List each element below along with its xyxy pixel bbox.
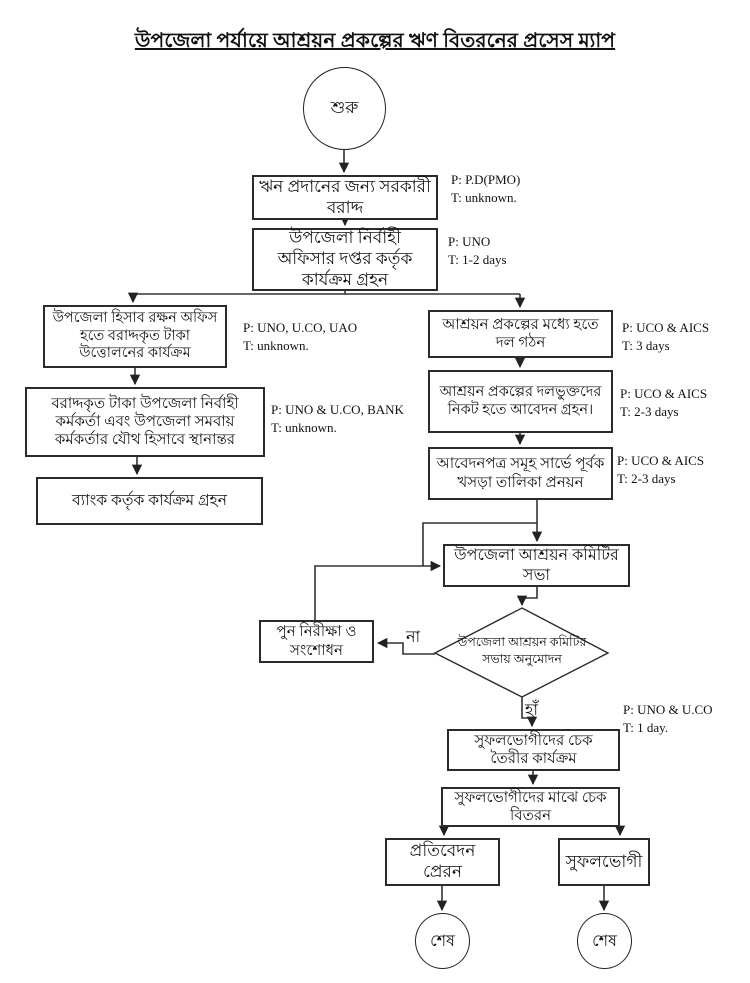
- process-box-report: প্রতিবেদন প্রেরন: [385, 838, 500, 886]
- annotation-withdraw: P: UNO, U.CO, UAO T: unknown.: [243, 319, 357, 356]
- process-box-uno-office-label: উপজেলা নির্বাহী অফিসার দপ্তর কর্তৃক কার্…: [277, 228, 413, 289]
- process-box-cheque-prep-label: সুফলভোগীদের চেক তৈরীর কার্যক্রম: [474, 732, 593, 767]
- process-box-bank-label: ব্যাংক কর্তৃক কার্যক্রম গ্রহন: [72, 491, 227, 509]
- annotation-draft-list-p: P: UCO & AICS: [617, 453, 705, 468]
- annotation-allocation: P: P.D(PMO) T: unknown.: [451, 171, 520, 208]
- process-box-group-form-label: আশ্রয়ন প্রকল্পের মধ্যে হতে দল গঠন: [442, 316, 599, 351]
- yes-label: হাঁ: [525, 702, 539, 719]
- annotation-allocation-p: P: P.D(PMO): [451, 172, 521, 187]
- annotation-withdraw-t: T: unknown.: [243, 338, 309, 354]
- annotation-uno-office-p: P: UNO: [448, 234, 491, 249]
- annotation-allocation-t: T: unknown.: [451, 190, 517, 206]
- process-box-allocation: ঋন প্রদানের জন্য সরকারী বরাদ্দ: [252, 175, 438, 220]
- process-box-review-label: পুন নিরীক্ষা ও সংশোধন: [276, 624, 357, 659]
- process-box-application: আশ্রয়ন প্রকল্পের দলভুক্তদের নিকট হতে আব…: [428, 370, 613, 433]
- annotation-transfer-p: P: UNO & U.CO, BANK: [271, 402, 404, 417]
- process-box-group-form: আশ্রয়ন প্রকল্পের মধ্যে হতে দল গঠন: [428, 310, 613, 358]
- process-box-uno-office: উপজেলা নির্বাহী অফিসার দপ্তর কর্তৃক কার্…: [252, 228, 438, 291]
- annotation-group-form: P: UCO & AICS T: 3 days: [622, 319, 709, 356]
- annotation-cheque-prep-p: P: UNO & U.CO: [623, 702, 713, 717]
- process-box-transfer: বরাদ্দকৃত টাকা উপজেলা নির্বাহী কর্মকর্তা…: [25, 387, 265, 457]
- process-box-bank: ব্যাংক কর্তৃক কার্যক্রম গ্রহন: [36, 477, 263, 525]
- process-box-allocation-label: ঋন প্রদানের জন্য সরকারী বরাদ্দ: [259, 176, 431, 217]
- annotation-withdraw-p: P: UNO, U.CO, UAO: [243, 320, 358, 335]
- decision-diamond: উপজেলা আশ্রয়ন কমিটির সভায় অনুমোদন: [457, 635, 587, 666]
- process-box-cheque-dist-label: সুফলভোগীদের মাঝে চেক বিতরন: [454, 789, 607, 824]
- process-box-review: পুন নিরীক্ষা ও সংশোধন: [259, 620, 374, 663]
- process-box-draft-list-label: আবেদনপত্র সমূহ সার্ভে পূর্বক খসড়া তালিক…: [436, 456, 605, 491]
- process-box-draft-list: আবেদনপত্র সমূহ সার্ভে পূর্বক খসড়া তালিক…: [428, 447, 613, 500]
- end-terminal-report: শেষ: [415, 913, 470, 969]
- process-box-committee-meeting-label: উপজেলা আশ্রয়ন কমিটির সভা: [454, 546, 619, 584]
- annotation-application-t: T: 2-3 days: [620, 404, 679, 420]
- annotation-cheque-prep: P: UNO & U.CO T: 1 day.: [623, 701, 713, 738]
- process-box-beneficiary: সুফলভোগী: [558, 838, 650, 886]
- process-box-withdraw: উপজেলা হিসাব রক্ষন অফিস হতে বরাদ্দকৃত টা…: [43, 305, 227, 368]
- process-box-application-label: আশ্রয়ন প্রকল্পের দলভুক্তদের নিকট হতে আব…: [439, 383, 602, 418]
- annotation-transfer-t: T: unknown.: [271, 420, 337, 436]
- flowchart-title: উপজেলা পর্যায়ে আশ্রয়ন প্রকল্পের ঋণ বিত…: [134, 30, 616, 52]
- annotation-uno-office-t: T: 1-2 days: [448, 252, 507, 268]
- annotation-application: P: UCO & AICS T: 2-3 days: [620, 385, 707, 422]
- annotation-transfer: P: UNO & U.CO, BANK T: unknown.: [271, 401, 404, 438]
- annotation-application-p: P: UCO & AICS: [620, 386, 708, 401]
- end-terminal-beneficiary-label: শেষ: [592, 932, 617, 950]
- start-terminal: শুরু: [303, 67, 386, 150]
- process-box-beneficiary-label: সুফলভোগী: [565, 851, 643, 871]
- annotation-group-form-t: T: 3 days: [622, 338, 670, 354]
- no-label: না: [406, 629, 421, 646]
- process-box-report-label: প্রতিবেদন প্রেরন: [409, 841, 476, 881]
- annotation-uno-office: P: UNO T: 1-2 days: [448, 233, 507, 270]
- start-terminal-label: শুরু: [330, 97, 359, 117]
- end-terminal-beneficiary: শেষ: [577, 913, 632, 969]
- process-box-withdraw-label: উপজেলা হিসাব রক্ষন অফিস হতে বরাদ্দকৃত টা…: [52, 309, 218, 362]
- end-terminal-report-label: শেষ: [430, 932, 455, 950]
- process-box-committee-meeting: উপজেলা আশ্রয়ন কমিটির সভা: [443, 544, 630, 587]
- annotation-group-form-p: P: UCO & AICS: [622, 320, 710, 335]
- process-box-transfer-label: বরাদ্দকৃত টাকা উপজেলা নির্বাহী কর্মকর্তা…: [51, 395, 239, 449]
- annotation-draft-list-t: T: 2-3 days: [617, 471, 676, 487]
- annotation-cheque-prep-t: T: 1 day.: [623, 720, 669, 736]
- process-box-cheque-prep: সুফলভোগীদের চেক তৈরীর কার্যক্রম: [447, 729, 620, 771]
- annotation-draft-list: P: UCO & AICS T: 2-3 days: [617, 452, 704, 489]
- process-box-cheque-dist: সুফলভোগীদের মাঝে চেক বিতরন: [441, 787, 620, 827]
